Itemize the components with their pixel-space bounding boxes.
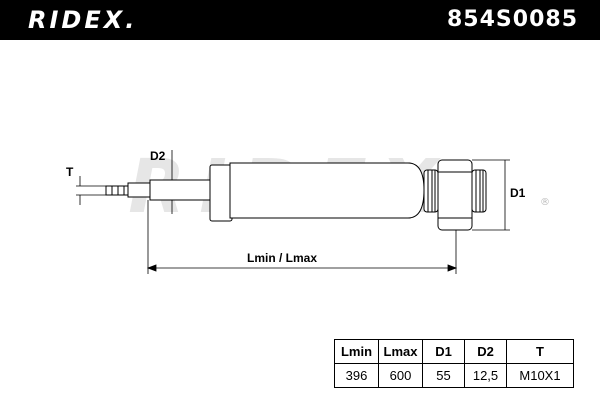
shock-absorber-drawing: RIDEX <box>66 144 550 274</box>
label-t: T <box>66 165 74 179</box>
specs-header-lmax: Lmax <box>378 339 423 364</box>
dust-cover <box>209 164 233 222</box>
specs-value-lmax: 600 <box>378 363 423 388</box>
specs-header-lmin: Lmin <box>334 339 379 364</box>
specs-value-lmin: 396 <box>334 363 379 388</box>
specs-value-d1: 55 <box>422 363 465 388</box>
label-length: Lmin / Lmax <box>247 251 317 265</box>
bushing-left <box>423 169 439 213</box>
specs-header-row: Lmin Lmax D1 D2 T <box>334 339 574 364</box>
registered-mark: ® <box>540 197 550 208</box>
header-bar: RIDEX. 854S0085 <box>0 0 600 40</box>
thread-end <box>105 185 129 196</box>
bushing-right <box>471 169 487 213</box>
specs-header-t: T <box>506 339 574 364</box>
specs-header-d1: D1 <box>422 339 465 364</box>
specs-value-d2: 12,5 <box>464 363 507 388</box>
eye-mount <box>437 159 473 231</box>
specs-value-row: 396 600 55 12,5 M10X1 <box>334 363 574 388</box>
specs-value-t: M10X1 <box>506 363 574 388</box>
part-number: 854S0085 <box>447 7 578 32</box>
specs-header-d2: D2 <box>464 339 507 364</box>
label-d1: D1 <box>510 186 526 200</box>
piston-rod <box>149 179 213 201</box>
label-d2: D2 <box>150 149 166 163</box>
specs-table: Lmin Lmax D1 D2 T 396 600 55 12,5 M10X1 <box>334 339 574 388</box>
shaft-collar <box>127 182 151 198</box>
brand-logo: RIDEX. <box>28 6 138 34</box>
body-tube <box>229 162 411 219</box>
